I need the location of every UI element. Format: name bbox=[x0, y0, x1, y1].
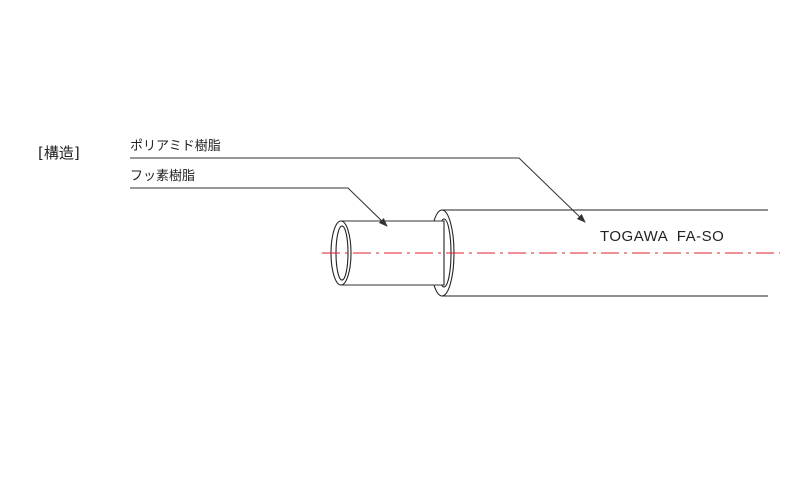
inner-layer-leader bbox=[130, 187, 388, 227]
outer-layer-leader bbox=[130, 157, 586, 223]
section-title: [構造] bbox=[38, 144, 80, 162]
outer-layer-label: ポリアミド樹脂 bbox=[130, 139, 221, 154]
tube-marking: TOGAWA FA-SO bbox=[600, 228, 724, 245]
inner-layer-label: フッ素樹脂 bbox=[130, 169, 195, 184]
